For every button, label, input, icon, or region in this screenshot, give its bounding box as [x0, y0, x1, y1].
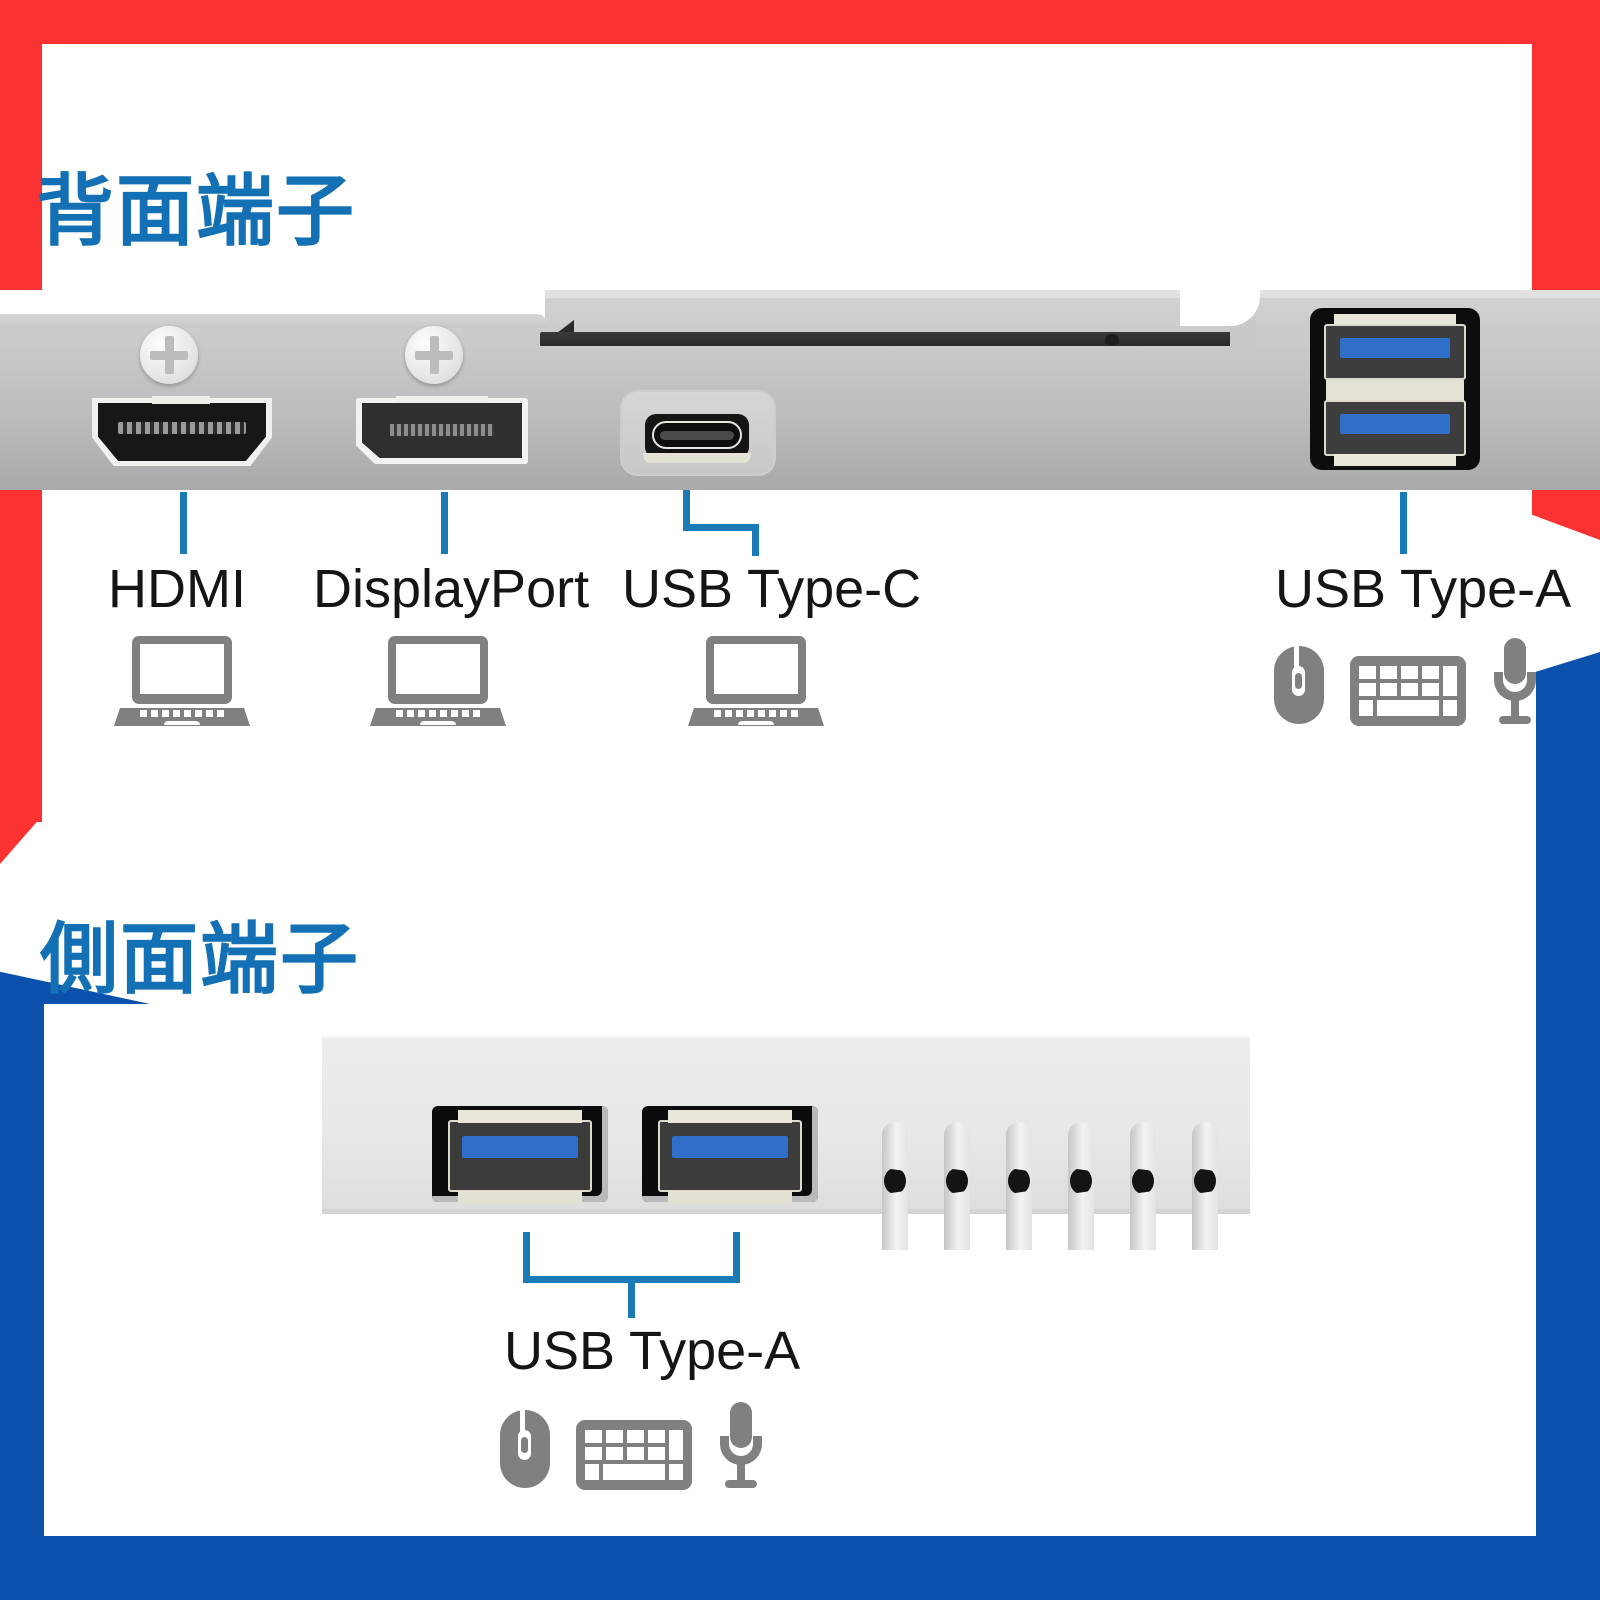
- usb-type-a-rear-port-1: [1324, 314, 1466, 380]
- leader-line-usb-a-rear: [1400, 492, 1407, 554]
- hdmi-port: [92, 396, 272, 466]
- rear-panel-lid-dot: [1105, 334, 1119, 346]
- usb-type-a-rear-port-1-tab: [1334, 314, 1456, 326]
- frame-band-blue-bottom: [0, 1536, 1600, 1600]
- usb-type-a-side-port-2-insert: [672, 1136, 788, 1158]
- microphone-icon: [1494, 638, 1536, 724]
- section-title-side: 側面端子: [40, 915, 361, 1003]
- vent-slot-2: [944, 1122, 970, 1250]
- rear-panel-lid-seam: [540, 332, 1240, 346]
- usb-type-a-side-port-2-tab-lower: [668, 1191, 792, 1204]
- microphone-icon: [720, 1402, 762, 1488]
- leader-line-usb-a-side-right: [733, 1232, 740, 1282]
- side-panel-bottom-edge: [322, 1209, 1250, 1214]
- side-panel-photo: [322, 1036, 1250, 1250]
- leader-line-displayport: [441, 492, 448, 554]
- device-icons-usb-type-a-rear: [1270, 636, 1542, 726]
- usb-type-c-port-lip: [643, 453, 751, 463]
- displayport-port-pins: [390, 424, 494, 436]
- usb-type-a-rear-stack: [1310, 308, 1480, 470]
- usb-type-a-rear-divider: [1326, 380, 1464, 402]
- frame-band-blue-right: [1536, 700, 1600, 1540]
- vent-slot-3: [1006, 1122, 1032, 1250]
- usb-type-a-rear-port-2: [1324, 400, 1466, 466]
- usb-type-a-side-port-2: [642, 1106, 818, 1204]
- frame-band-blue-right-tip: [1536, 652, 1600, 704]
- rear-panel-highlight: [0, 290, 1600, 298]
- screw-icon-left: [140, 326, 198, 384]
- leader-line-usb-c-vertical-1: [683, 490, 690, 530]
- port-label-usb-type-a-rear: USB Type-A: [1275, 559, 1572, 619]
- keyboard-icon: [576, 1420, 692, 1490]
- leader-line-usb-c-horizontal: [683, 524, 759, 531]
- usb-type-a-rear-port-2-tab: [1334, 454, 1456, 466]
- device-icons-hdmi: [114, 630, 250, 728]
- laptop-icon: [688, 636, 824, 726]
- usb-type-a-rear-port-2-insert: [1340, 414, 1450, 434]
- mouse-icon: [1274, 644, 1324, 724]
- displayport-port: [356, 396, 528, 464]
- side-panel-highlight: [322, 1036, 1250, 1040]
- keyboard-icon: [1350, 656, 1466, 726]
- vent-slot-6: [1192, 1122, 1218, 1250]
- port-label-displayport: DisplayPort: [313, 559, 590, 619]
- vent-slot-4: [1068, 1122, 1094, 1250]
- usb-type-c-port-tongue: [660, 431, 734, 440]
- section-title-rear: 背面端子: [36, 167, 357, 255]
- vent-slot-5: [1130, 1122, 1156, 1250]
- rear-panel-photo: [0, 288, 1600, 490]
- frame-band-red-left-tip: [0, 816, 42, 864]
- leader-line-hdmi: [180, 492, 187, 554]
- rear-panel-step-left-edge: [0, 314, 548, 328]
- usb-type-a-rear-port-1-insert: [1340, 338, 1450, 358]
- frame-band-red-top: [0, 0, 1600, 44]
- device-icons-usb-type-a-side: [496, 1400, 768, 1490]
- laptop-icon: [114, 636, 250, 726]
- frame-band-blue-left: [0, 1000, 44, 1540]
- usb-type-a-side-port-1: [432, 1106, 608, 1204]
- port-label-hdmi: HDMI: [108, 559, 246, 619]
- displayport-port-notch: [396, 396, 488, 403]
- usb-type-a-side-port-1-insert: [462, 1136, 578, 1158]
- rear-panel-notch-right: [1180, 288, 1260, 326]
- leader-line-usb-a-side-stem: [628, 1276, 635, 1318]
- port-label-usb-type-c: USB Type-C: [622, 559, 922, 619]
- device-icons-usb-type-c: [688, 630, 824, 728]
- hdmi-port-pins: [118, 422, 246, 434]
- port-label-usb-type-a-side: USB Type-A: [504, 1321, 801, 1381]
- hdmi-port-notch: [152, 396, 210, 404]
- screw-icon-right: [405, 326, 463, 384]
- frame-band-red-right-tip: [1532, 484, 1600, 540]
- device-icons-displayport: [370, 630, 506, 728]
- laptop-icon: [370, 636, 506, 726]
- mouse-icon: [500, 1408, 550, 1488]
- leader-line-usb-c-vertical-2: [752, 524, 759, 556]
- leader-line-usb-a-side-left: [523, 1232, 530, 1282]
- usb-type-a-side-port-1-tab-lower: [458, 1191, 582, 1204]
- vent-slot-1: [882, 1122, 908, 1250]
- usb-type-a-side-port-1-tab: [458, 1110, 582, 1123]
- usb-type-a-side-port-2-tab: [668, 1110, 792, 1123]
